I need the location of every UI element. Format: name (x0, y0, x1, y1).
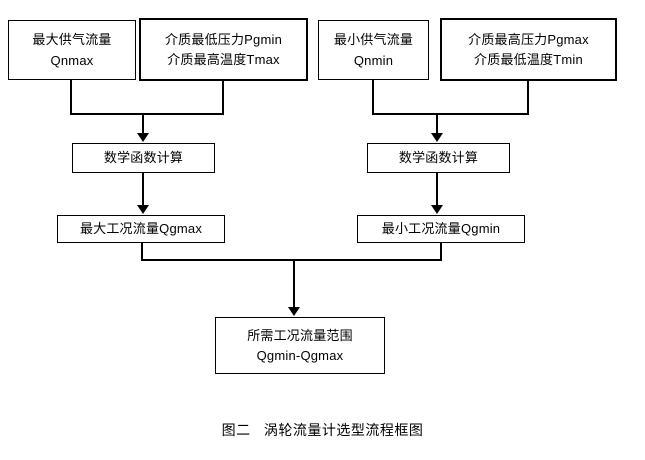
node-required-flow-range-line2: Qgmin-Qgmax (256, 348, 344, 363)
connector-math-right-to-min-working (436, 173, 438, 207)
connector-left-merge-bar (70, 113, 224, 115)
node-min-working-flow: 最小工况流量Qgmin (357, 215, 525, 243)
node-min-pressure-max-temp-line2: 介质最高温度Tmax (167, 52, 280, 67)
connector-right-merge-stem (436, 113, 438, 135)
node-required-flow-range: 所需工况流量范围 Qgmin-Qgmax (215, 317, 385, 374)
node-max-pressure-min-temp-line2: 介质最低温度Tmin (474, 52, 583, 67)
connector-left-merge-stem (142, 113, 144, 135)
node-min-working-flow-line1: 最小工况流量Qgmin (381, 221, 501, 237)
connector-max-pressure-min-temp-drop (527, 81, 529, 115)
connector-max-supply-flow-drop (70, 80, 72, 115)
node-min-supply-flow: 最小供气流量 Qnmin (318, 20, 429, 80)
node-max-working-flow-line1: 最大工况流量Qgmax (79, 221, 203, 237)
connector-bottom-merge-bar (141, 259, 442, 261)
node-max-pressure-min-temp-line1: 介质最高压力Pgmax (468, 31, 589, 47)
node-math-function-left-line1: 数学函数计算 (103, 150, 184, 166)
node-required-flow-range-line1: 所需工况流量范围 (247, 327, 353, 343)
node-max-supply-flow-line2: Qnmax (50, 52, 94, 68)
node-min-pressure-max-temp: 介质最低压力Pgmin 介质最高温度Tmax (139, 18, 308, 81)
node-math-function-right: 数学函数计算 (367, 143, 510, 173)
figure-caption: 图二 涡轮流量计选型流程框图 (221, 422, 424, 438)
connector-min-working-drop (440, 243, 442, 261)
node-math-function-left: 数学函数计算 (72, 143, 215, 173)
connector-min-supply-flow-drop (372, 80, 374, 115)
arrowhead-required-flow-range (288, 307, 300, 316)
node-max-pressure-min-temp: 介质最高压力Pgmax 介质最低温度Tmin (440, 18, 617, 81)
node-max-supply-flow-line1: 最大供气流量 (32, 32, 112, 48)
arrowhead-min-working-flow (431, 205, 443, 214)
connector-max-working-drop (141, 243, 143, 261)
connector-min-pressure-max-temp-drop (222, 81, 224, 115)
node-min-supply-flow-line1: 最小供气流量 (333, 32, 414, 48)
node-max-supply-flow: 最大供气流量 Qnmax (8, 20, 136, 80)
connector-right-merge-bar (372, 113, 529, 115)
node-max-working-flow: 最大工况流量Qgmax (57, 215, 225, 243)
connector-bottom-merge-stem (293, 259, 295, 309)
arrowhead-right-math-function (431, 133, 443, 142)
arrowhead-max-working-flow (137, 205, 149, 214)
connector-math-left-to-max-working (142, 173, 144, 207)
node-math-function-right-line1: 数学函数计算 (398, 150, 479, 166)
node-min-pressure-max-temp-line1: 介质最低压力Pgmin (164, 31, 283, 47)
arrowhead-left-math-function (137, 133, 149, 142)
node-min-supply-flow-line2: Qnmin (353, 52, 394, 68)
